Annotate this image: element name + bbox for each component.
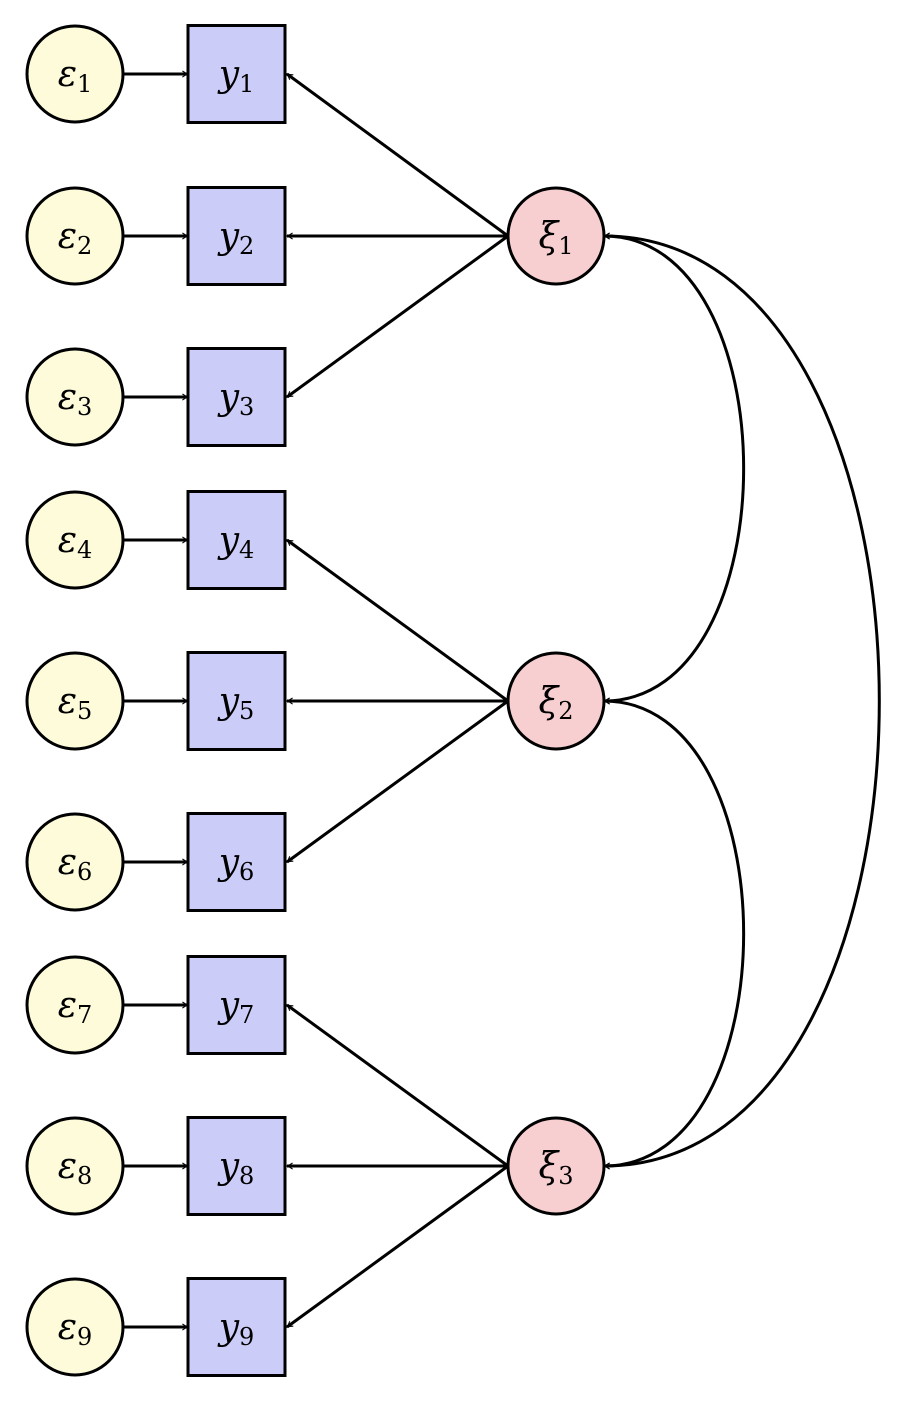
error-circle bbox=[25, 651, 125, 751]
indicator-box bbox=[186, 955, 287, 1055]
indicator-label: y9 bbox=[217, 1307, 255, 1351]
factor-circle bbox=[506, 1116, 606, 1216]
error-node-3[interactable]: ε3 bbox=[25, 347, 125, 447]
indicator-node-5[interactable]: y5 bbox=[186, 651, 287, 751]
indicator-node-3[interactable]: y3 bbox=[186, 347, 287, 447]
error-circle bbox=[25, 347, 125, 447]
error-circle bbox=[25, 186, 125, 286]
factor-label: ξ1 bbox=[538, 216, 573, 260]
error-label: ε7 bbox=[58, 985, 93, 1029]
error-label: ε1 bbox=[58, 54, 93, 98]
loading-arrow-2-6 bbox=[286, 699, 509, 864]
error-node-6[interactable]: ε6 bbox=[25, 812, 125, 912]
indicator-node-6[interactable]: y6 bbox=[186, 812, 287, 912]
error-label: ε4 bbox=[58, 520, 93, 564]
indicator-node-4[interactable]: y4 bbox=[186, 490, 287, 590]
covariance-arrow-1-2 bbox=[603, 232, 745, 705]
factor-node-2[interactable]: ξ2 bbox=[506, 651, 606, 751]
indicator-node-1[interactable]: y1 bbox=[186, 24, 287, 124]
loading-arrow-3-9 bbox=[286, 1164, 509, 1329]
error-label: ε2 bbox=[58, 216, 93, 260]
error-node-2[interactable]: ε2 bbox=[25, 186, 125, 286]
indicator-node-9[interactable]: y9 bbox=[186, 1277, 287, 1377]
error-label: ε6 bbox=[58, 842, 93, 886]
covariance-arrow-1-3 bbox=[603, 232, 881, 1170]
indicator-label: y3 bbox=[217, 377, 255, 421]
error-circle bbox=[25, 955, 125, 1055]
loading-arrow-1-3 bbox=[286, 234, 509, 399]
loading-arrow-2-4 bbox=[286, 538, 509, 703]
indicator-label: y8 bbox=[217, 1146, 255, 1190]
indicator-box bbox=[186, 1277, 287, 1377]
indicator-label: y1 bbox=[217, 54, 255, 98]
error-circle bbox=[25, 490, 125, 590]
indicator-label: y2 bbox=[217, 216, 255, 260]
error-circle bbox=[25, 1116, 125, 1216]
error-node-1[interactable]: ε1 bbox=[25, 24, 125, 124]
indicator-label: y7 bbox=[217, 985, 255, 1029]
indicator-box bbox=[186, 651, 287, 751]
factor-circle bbox=[506, 186, 606, 286]
error-label: ε8 bbox=[58, 1146, 93, 1190]
error-node-5[interactable]: ε5 bbox=[25, 651, 125, 751]
factor-label: ξ3 bbox=[538, 1146, 573, 1190]
nodes-layer: ε1 ε2 ε3 ε4 ε5 ε6 ε7 ε8 ε9 y1 y2 y3 y4 y5 y6 y7 y8 y9 ξ1 ξ2… bbox=[25, 24, 606, 1377]
factor-node-1[interactable]: ξ1 bbox=[506, 186, 606, 286]
factor-label: ξ2 bbox=[538, 681, 573, 725]
error-circle bbox=[25, 812, 125, 912]
error-node-9[interactable]: ε9 bbox=[25, 1277, 125, 1377]
loading-arrow-3-7 bbox=[286, 1003, 509, 1168]
indicator-box bbox=[186, 186, 287, 286]
indicator-label: y4 bbox=[217, 520, 255, 564]
error-label: ε9 bbox=[58, 1307, 93, 1351]
indicator-box bbox=[186, 24, 287, 124]
indicator-node-7[interactable]: y7 bbox=[186, 955, 287, 1055]
error-node-8[interactable]: ε8 bbox=[25, 1116, 125, 1216]
indicator-box bbox=[186, 490, 287, 590]
error-label: ε3 bbox=[58, 377, 93, 421]
indicator-label: y5 bbox=[217, 681, 255, 725]
error-label: ε5 bbox=[58, 681, 93, 725]
edges-layer bbox=[123, 70, 881, 1331]
indicator-box bbox=[186, 347, 287, 447]
indicator-box bbox=[186, 1116, 287, 1216]
indicator-box bbox=[186, 812, 287, 912]
error-circle bbox=[25, 1277, 125, 1377]
indicator-label: y6 bbox=[217, 842, 255, 886]
factor-circle bbox=[506, 651, 606, 751]
covariance-arrow-2-3 bbox=[603, 697, 745, 1170]
error-node-7[interactable]: ε7 bbox=[25, 955, 125, 1055]
factor-node-3[interactable]: ξ3 bbox=[506, 1116, 606, 1216]
indicator-node-2[interactable]: y2 bbox=[186, 186, 287, 286]
loading-arrow-1-1 bbox=[286, 72, 509, 238]
indicator-node-8[interactable]: y8 bbox=[186, 1116, 287, 1216]
error-circle bbox=[25, 24, 125, 124]
error-node-4[interactable]: ε4 bbox=[25, 490, 125, 590]
